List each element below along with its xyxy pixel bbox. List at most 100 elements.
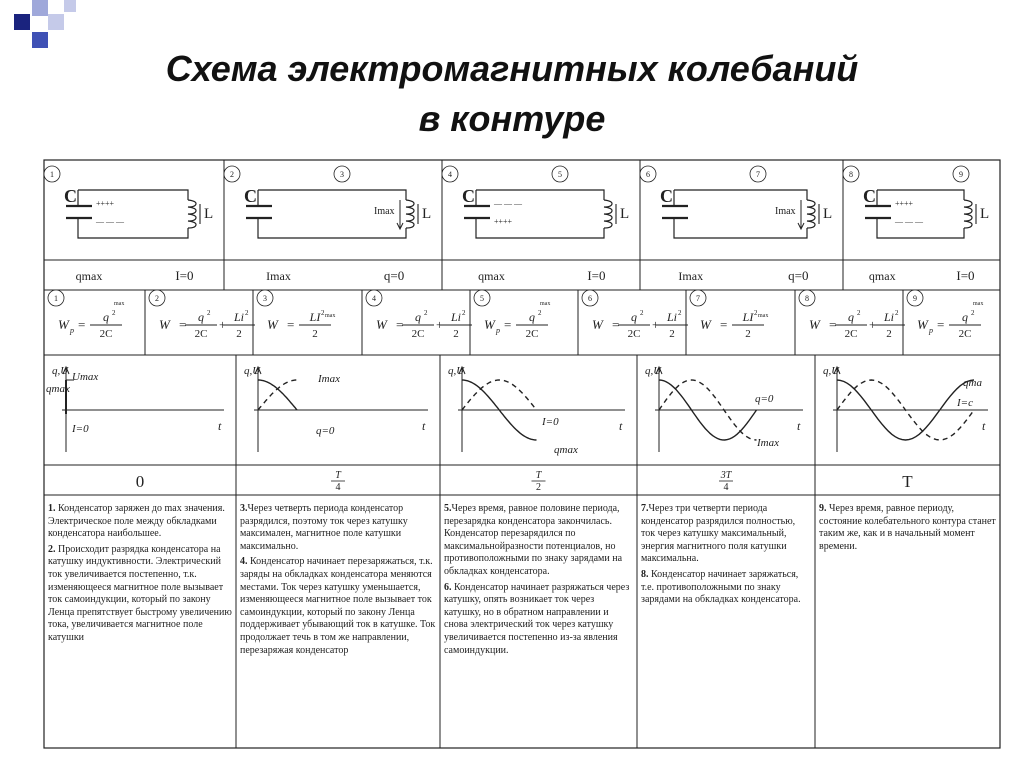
formula-exponent: 2 [895, 309, 899, 317]
corner-square-4 [32, 32, 48, 48]
formula-exponent: 2 [754, 309, 758, 317]
inductor-coil [405, 199, 415, 229]
corner-square-1 [14, 14, 30, 30]
current-curve [257, 379, 297, 411]
y-axis-arrow [655, 365, 663, 375]
i-max-sub: max [758, 313, 768, 319]
formula-exponent: 2 [424, 309, 428, 317]
status-left: qmax [478, 269, 505, 283]
formula-equals: = [179, 317, 186, 332]
sum-cap-fraction-den: 2C [845, 328, 858, 340]
charge-curve [258, 379, 298, 411]
formula-equals: = [504, 317, 511, 332]
graph-label: Umax [72, 371, 98, 383]
time-fraction-num: 3T [720, 470, 733, 481]
description-paragraph: 1. Конденсатор заряжен до max значения. … [48, 503, 232, 541]
description-column: 1. Конденсатор заряжен до max значения. … [48, 503, 232, 648]
q-max-sub: max [540, 301, 550, 307]
paragraph-number: 7. [641, 503, 649, 514]
energy-cell-number-circle [47, 289, 65, 307]
energy-cell-number-circle [581, 289, 599, 307]
i-max-sub: max [325, 313, 335, 319]
t-axis-label: t [797, 419, 801, 433]
paragraph-text: Через время, равное периоду, состояние к… [819, 503, 996, 552]
formula-plus: + [219, 317, 226, 332]
energy-cell-number-circle [148, 289, 166, 307]
inductor-label: L [422, 206, 431, 222]
formula-equals: = [612, 317, 619, 332]
paragraph-text: Через три четверти периода конденсатор р… [641, 503, 796, 565]
graph-label: I=c [956, 397, 973, 409]
charge-curve [836, 379, 975, 441]
energy-symbol: W [58, 317, 70, 332]
sum-ind-fraction-num: Li [233, 310, 244, 324]
paragraph-number: 4. [240, 556, 248, 568]
formula-equals: = [937, 317, 944, 332]
energy-symbol: W [376, 317, 388, 332]
cap-energy-fraction-den: 2C [100, 328, 113, 340]
graph-label: qma [963, 377, 982, 389]
circuit-wire [257, 218, 407, 239]
energy-cell-number: 3 [263, 294, 267, 303]
t-axis-label: t [982, 419, 986, 433]
capacitor-label: C [64, 186, 77, 206]
energy-cell-number: 2 [155, 294, 159, 303]
inductor-label: L [204, 206, 213, 222]
y-axis-label: q,U [52, 365, 69, 377]
paragraph-text: Конденсатор заряжен до max значения. Эле… [48, 503, 225, 540]
time-value: T [902, 472, 913, 491]
paragraph-number: 8. [641, 568, 649, 580]
step-number-circle [333, 165, 351, 183]
plate-charge-bottom: — — — [95, 217, 125, 226]
sum-ind-fraction-num: Li [883, 310, 894, 324]
energy-cell-number: 1 [54, 294, 58, 303]
inductor-label: L [980, 206, 989, 222]
sum-cap-fraction-num: q [848, 310, 854, 324]
formula-exponent: 2 [640, 309, 644, 317]
formula-equals: = [78, 317, 85, 332]
formula-exponent: 2 [538, 309, 542, 317]
circuit-wire [77, 218, 189, 239]
cap-energy-fraction-den: 2C [959, 328, 972, 340]
q-max-sub: max [114, 301, 124, 307]
energy-cell-number: 7 [696, 294, 700, 303]
formula-equals: = [396, 317, 403, 332]
step-number: 5 [558, 170, 562, 179]
energy-cell-number-circle [689, 289, 707, 307]
formula-exponent: 2 [207, 309, 211, 317]
sum-cap-fraction-num: q [198, 310, 204, 324]
current-arrow-head [396, 222, 404, 231]
t-axis-label: t [422, 419, 426, 433]
inductor-coil [603, 199, 613, 229]
y-axis-arrow [254, 365, 262, 375]
circuit-wire [674, 189, 808, 200]
description-paragraph: 9. Через время, равное периоду, состояни… [819, 503, 996, 553]
description-column: 5.Через время, равное половине периода, … [444, 503, 633, 660]
energy-symbol: W [267, 317, 279, 332]
plate-charge-top: ++++ [895, 199, 914, 208]
energy-cell-number: 5 [480, 294, 484, 303]
status-left: Imax [678, 269, 703, 283]
description-column: 9. Через время, равное периоду, состояни… [819, 503, 996, 556]
formula-equals: = [720, 317, 727, 332]
plate-charge-bottom: — — — [894, 217, 924, 226]
energy-symbol: W [700, 317, 712, 332]
y-axis-arrow [833, 365, 841, 375]
inductor-coil [963, 199, 973, 229]
paragraph-text: Происходит разрядка конденсатора на кату… [48, 543, 232, 643]
step-number-circle [952, 165, 970, 183]
circuit-wire [876, 218, 965, 239]
energy-cell-number-circle [798, 289, 816, 307]
step-number: 1 [50, 170, 54, 179]
formula-exponent: 2 [857, 309, 861, 317]
cap-energy-fraction-num: q [103, 310, 109, 324]
corner-square-3 [48, 14, 64, 30]
sum-ind-fraction-num: Li [450, 310, 461, 324]
energy-cell-number-circle [256, 289, 274, 307]
energy-cell-number: 4 [372, 294, 376, 303]
formula-exponent: 2 [462, 309, 466, 317]
inductor-coil [187, 199, 197, 229]
corner-square-2 [32, 0, 48, 16]
step-number: 9 [959, 170, 963, 179]
sum-cap-fraction-den: 2C [195, 328, 208, 340]
